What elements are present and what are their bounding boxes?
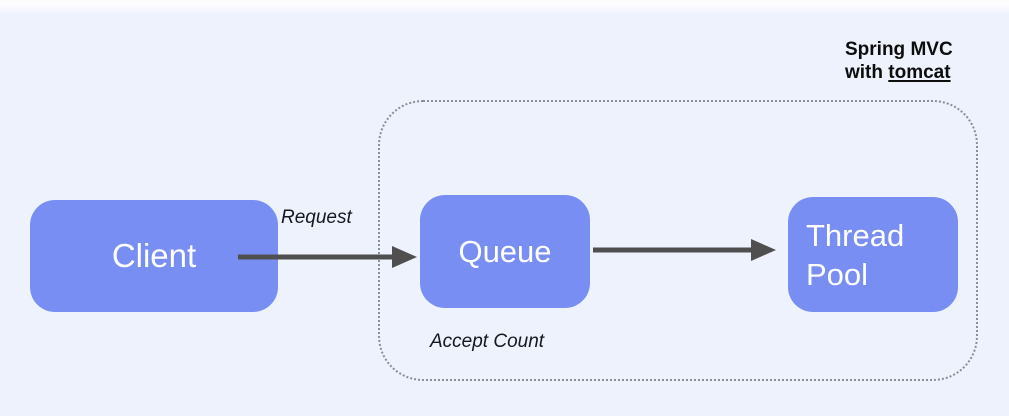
edge-label-accept-count: Accept Count [430,331,545,352]
node-thread-pool: Thread Pool [788,197,958,312]
node-queue-label: Queue [458,233,552,269]
diagram-title-tomcat-underlined: tomcat [888,62,951,83]
diagram-title-line1: Spring MVC [845,39,953,60]
node-client: Client [30,200,278,312]
node-thread-pool-label: Thread Pool [806,217,905,292]
diagram-title: Spring MVC with tomcat [845,38,953,84]
edge-label-request: Request [281,207,352,228]
diagram-title-line2-prefix: with [845,62,889,83]
tomcat-boundary-box [378,100,978,381]
diagram-title-line2: with tomcat [845,61,953,84]
node-queue: Queue [420,195,590,308]
node-client-label: Client [111,237,197,274]
